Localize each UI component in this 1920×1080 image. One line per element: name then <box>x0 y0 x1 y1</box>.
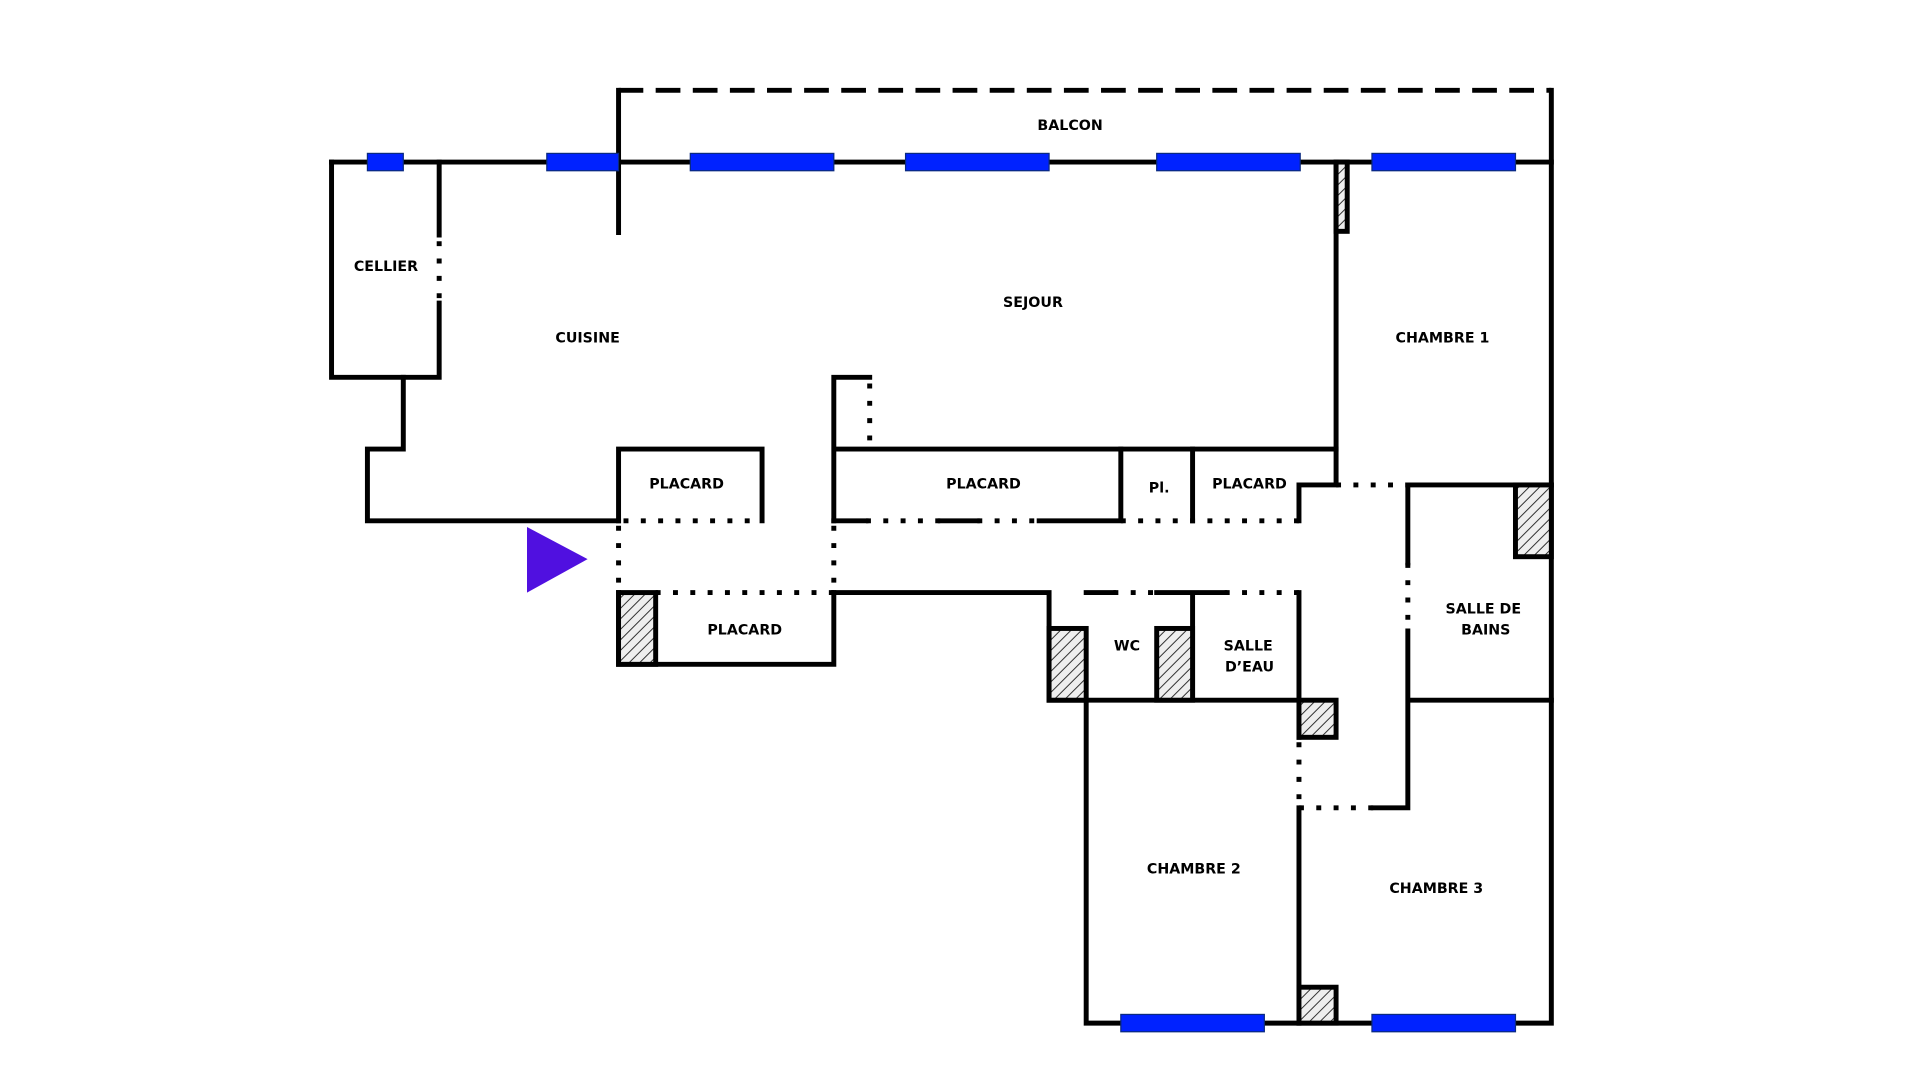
label-salle-deau-line1: SALLE <box>1224 639 1273 655</box>
label-cuisine: CUISINE <box>555 331 619 347</box>
walls <box>329 87 1554 1026</box>
label-chambre-2: CHAMBRE 2 <box>1147 861 1241 877</box>
label-cellier: CELLIER <box>354 259 418 275</box>
window <box>1371 152 1517 172</box>
label-placard-couloir: PLACARD <box>946 477 1021 493</box>
window <box>546 152 620 172</box>
window <box>1371 1013 1517 1033</box>
window <box>366 152 404 172</box>
label-balcon: BALCON <box>1037 118 1102 134</box>
shafts <box>616 159 1554 1026</box>
label-placard-cuisine: PLACARD <box>649 477 724 493</box>
window <box>1120 1013 1265 1033</box>
window <box>689 152 835 172</box>
room-labels: BALCON CELLIER CUISINE SEJOUR CHAMBRE 1 … <box>354 118 1521 897</box>
label-placard-entree: PLACARD <box>707 623 782 639</box>
label-salle-deau-line2: D’EAU <box>1225 660 1274 676</box>
windows <box>366 152 1517 1033</box>
label-chambre-3: CHAMBRE 3 <box>1389 881 1483 897</box>
label-wc: WC <box>1114 639 1140 655</box>
label-chambre-1: CHAMBRE 1 <box>1396 331 1490 347</box>
window <box>904 152 1050 172</box>
label-placard-small: Pl. <box>1149 480 1170 496</box>
window <box>1156 152 1301 172</box>
play-triangle-icon <box>527 527 588 593</box>
label-salle-de-bains-line2: BAINS <box>1461 623 1510 639</box>
label-placard-right: PLACARD <box>1212 477 1287 493</box>
label-salle-de-bains-line1: SALLE DE <box>1446 602 1522 618</box>
label-sejour: SEJOUR <box>1003 295 1063 311</box>
